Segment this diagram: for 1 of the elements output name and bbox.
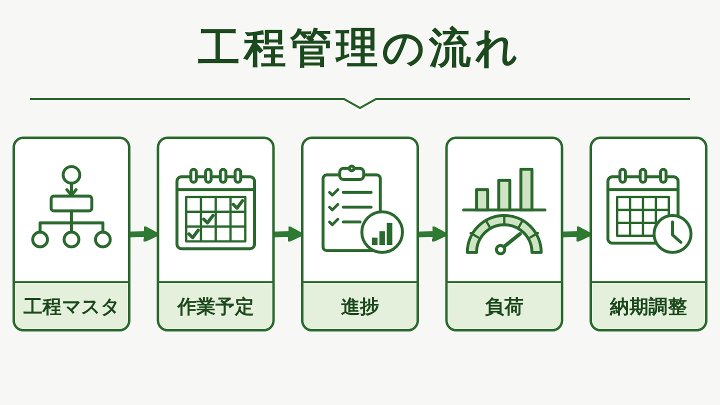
title: 工程管理の流れ xyxy=(198,24,522,72)
